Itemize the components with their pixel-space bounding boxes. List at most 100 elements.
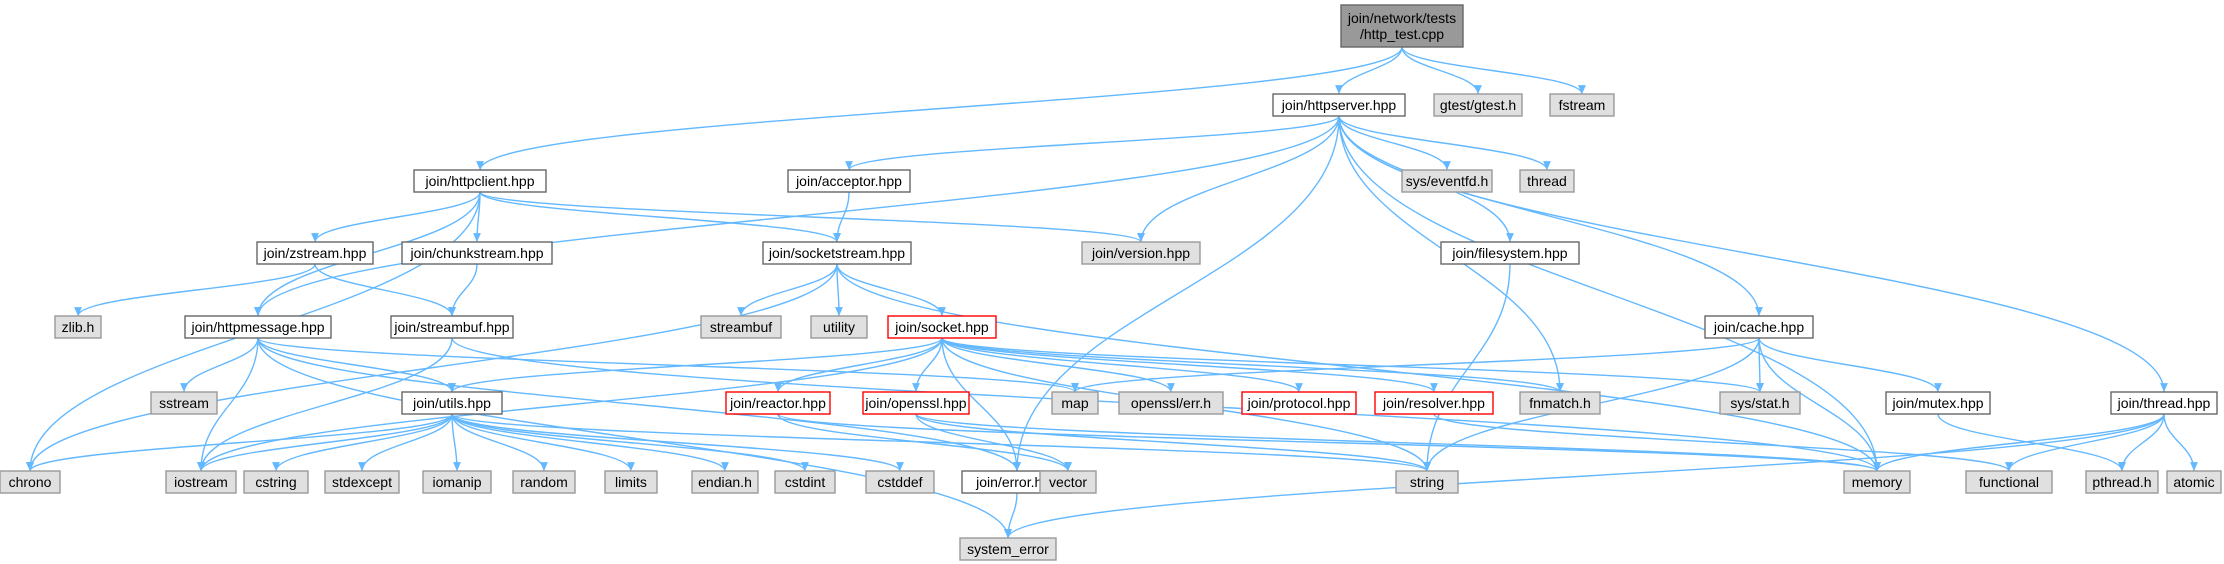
node-string: string <box>1395 470 1459 494</box>
node-box <box>1519 169 1575 193</box>
node-cache[interactable]: join/cache.hpp <box>1704 315 1814 339</box>
node-reactor[interactable]: join/reactor.hpp <box>725 391 831 415</box>
node-label: join/streambuf.hpp <box>393 319 509 335</box>
node-box <box>1440 241 1580 265</box>
node-httpclient[interactable]: join/httpclient.hpp <box>413 169 547 193</box>
edge-utils-to-chrono <box>26 413 453 472</box>
node-zstream[interactable]: join/zstream.hpp <box>256 241 374 265</box>
edge-socketstream-to-utility <box>835 263 843 317</box>
node-streambuf-join[interactable]: join/streambuf.hpp <box>390 315 514 339</box>
node-label: join/filesystem.hpp <box>1451 245 1567 261</box>
edge-root-to-httpserver <box>1335 46 1403 95</box>
node-vector: vector <box>1039 470 1097 494</box>
node-box <box>2166 470 2222 494</box>
edge-zstream-to-zlib <box>74 263 316 317</box>
node-box <box>512 470 576 494</box>
node-label: join/reactor.hpp <box>729 395 826 411</box>
edge-socketstream-to-socket <box>836 263 946 317</box>
node-label: join/utils.hpp <box>412 395 491 411</box>
node-label: fstream <box>1559 97 1606 113</box>
node-sys-stat: sys/stat.h <box>1719 391 1801 415</box>
node-label: utility <box>823 319 855 335</box>
node-box <box>390 315 514 339</box>
node-httpmessage[interactable]: join/httpmessage.hpp <box>184 315 332 339</box>
node-label: zlib.h <box>62 319 95 335</box>
edge-openssl_join-to-vector <box>915 413 1072 472</box>
node-label: openssl/err.h <box>1131 395 1211 411</box>
edge-openssl_join-to-memory <box>915 413 1881 472</box>
node-label: join/socketstream.hpp <box>768 245 905 261</box>
node-label: streambuf <box>710 319 772 335</box>
node-label: sstream <box>159 395 209 411</box>
node-box <box>762 241 912 265</box>
edge-socket-to-fnmatch <box>941 337 1564 393</box>
edge-thread_join-to-system_error <box>1004 413 2165 539</box>
node-memory: memory <box>1843 470 1911 494</box>
edge-root-to-fstream <box>1401 46 1586 95</box>
edge-socketstream-to-streambuf_std <box>737 263 838 317</box>
edge-socketstream-to-chrono <box>26 263 838 472</box>
node-box <box>604 470 658 494</box>
node-thread-join[interactable]: join/thread.hpp <box>2110 391 2218 415</box>
node-box <box>2110 391 2218 415</box>
node-utils[interactable]: join/utils.hpp <box>401 391 503 415</box>
node-box <box>54 315 102 339</box>
node-label: system_error <box>967 541 1049 557</box>
edge-utils-to-cstring <box>272 413 453 472</box>
node-label: thread <box>1527 173 1567 189</box>
node-box <box>150 391 218 415</box>
node-filesystem[interactable]: join/filesystem.hpp <box>1440 241 1580 265</box>
edge-socket-to-openssl_join <box>912 337 943 393</box>
edge-socket-to-sys_stat <box>941 337 1764 393</box>
node-box <box>1395 470 1459 494</box>
edge-utils-to-string <box>451 413 1431 472</box>
node-label: join/httpclient.hpp <box>425 173 535 189</box>
node-box <box>810 315 868 339</box>
node-zlib: zlib.h <box>54 315 102 339</box>
node-httpserver[interactable]: join/httpserver.hpp <box>1272 93 1406 117</box>
edge-cache-to-memory <box>1758 337 1881 472</box>
edge-socket-to-utils <box>448 337 943 393</box>
node-label: cstring <box>255 474 296 490</box>
node-box <box>774 470 836 494</box>
node-chunkstream[interactable]: join/chunkstream.hpp <box>401 241 553 265</box>
node-resolver[interactable]: join/resolver.hpp <box>1374 391 1494 415</box>
node-socketstream[interactable]: join/socketstream.hpp <box>762 241 912 265</box>
node-box <box>413 169 547 193</box>
node-box <box>324 470 400 494</box>
edge-socket-to-resolver <box>941 337 1438 393</box>
edge-utils-to-stdexcept <box>358 413 453 472</box>
edge-httpclient-to-zstream <box>311 191 481 243</box>
node-fstream: fstream <box>1549 93 1615 117</box>
edge-socket-to-openssl_err <box>941 337 1175 393</box>
node-box <box>862 391 970 415</box>
node-label: sys/eventfd.h <box>1406 173 1489 189</box>
node-label: iostream <box>174 474 228 490</box>
node-box <box>1051 391 1099 415</box>
node-label: memory <box>1852 474 1903 490</box>
node-openssl-join[interactable]: join/openssl.hpp <box>862 391 970 415</box>
node-label: gtest/gtest.h <box>1440 97 1516 113</box>
node-box <box>1272 93 1406 117</box>
node-label: sys/stat.h <box>1730 395 1789 411</box>
node-label: string <box>1410 474 1444 490</box>
edge-httpserver-to-thread_std <box>1338 115 1551 171</box>
node-system-error: system_error <box>959 537 1057 561</box>
edge-error-to-system_error <box>1004 492 1018 539</box>
node-box <box>1965 470 2053 494</box>
node-box <box>1519 391 1601 415</box>
node-box <box>2085 470 2159 494</box>
node-map: map <box>1051 391 1099 415</box>
node-box <box>1241 391 1357 415</box>
edge-httpmessage-to-sstream <box>180 337 259 393</box>
node-socket[interactable]: join/socket.hpp <box>887 315 997 339</box>
node-protocol[interactable]: join/protocol.hpp <box>1241 391 1357 415</box>
node-label: join/chunkstream.hpp <box>409 245 543 261</box>
edge-utils-to-random <box>451 413 548 472</box>
node-root[interactable]: join/network/tests/http_test.cpp <box>1340 4 1464 48</box>
edge-utils-to-endian <box>451 413 729 472</box>
edge-chunkstream-to-streambuf_join <box>448 263 478 317</box>
edge-root-to-httpclient <box>476 46 1403 171</box>
node-mutex[interactable]: join/mutex.hpp <box>1885 391 1991 415</box>
node-acceptor[interactable]: join/acceptor.hpp <box>787 169 911 193</box>
